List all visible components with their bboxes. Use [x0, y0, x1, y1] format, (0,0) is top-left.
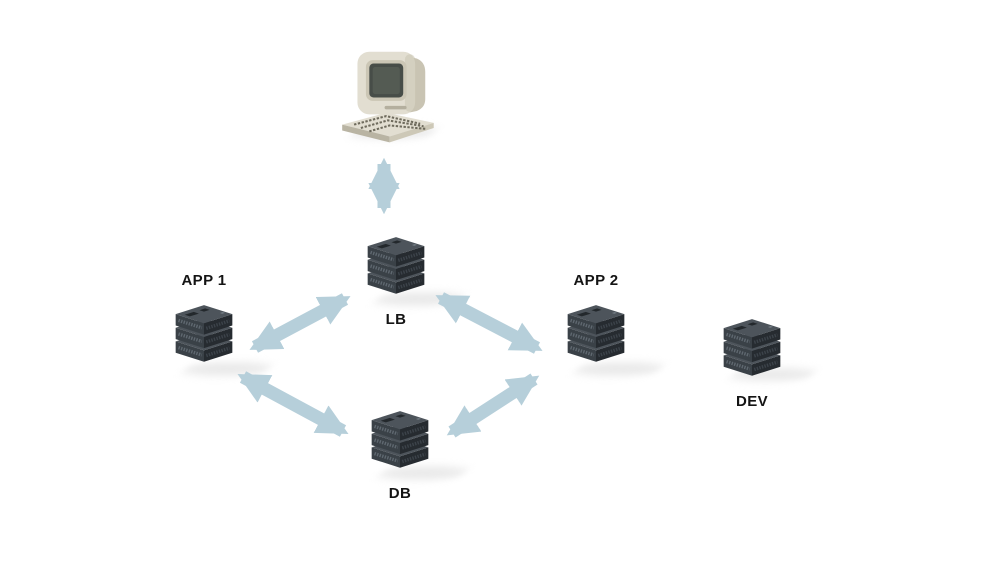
node-label-app2: APP 2 — [573, 272, 619, 289]
arrow-app1-db — [237, 371, 349, 437]
db-server-icon — [366, 402, 434, 478]
client-terminal-icon — [333, 50, 448, 150]
lb-server-icon — [362, 228, 430, 304]
node-label-db: DB — [388, 485, 412, 502]
node-app2: APP 2 — [556, 272, 636, 372]
node-app1: APP 1 — [164, 272, 244, 372]
arrow-db-app2 — [446, 373, 540, 438]
node-label-app1: APP 1 — [181, 272, 227, 289]
node-db: DB — [360, 402, 440, 503]
arrow-lb-app2 — [435, 292, 543, 354]
node-label-dev: DEV — [735, 393, 769, 410]
dev-server-icon — [718, 310, 786, 386]
node-dev: DEV — [712, 310, 792, 411]
node-label-lb: LB — [385, 311, 407, 328]
node-client — [330, 50, 450, 150]
app1-server-icon — [170, 296, 238, 372]
arrow-app1-lb — [249, 293, 351, 353]
node-lb: LB — [356, 228, 436, 329]
app2-server-icon — [562, 296, 630, 372]
